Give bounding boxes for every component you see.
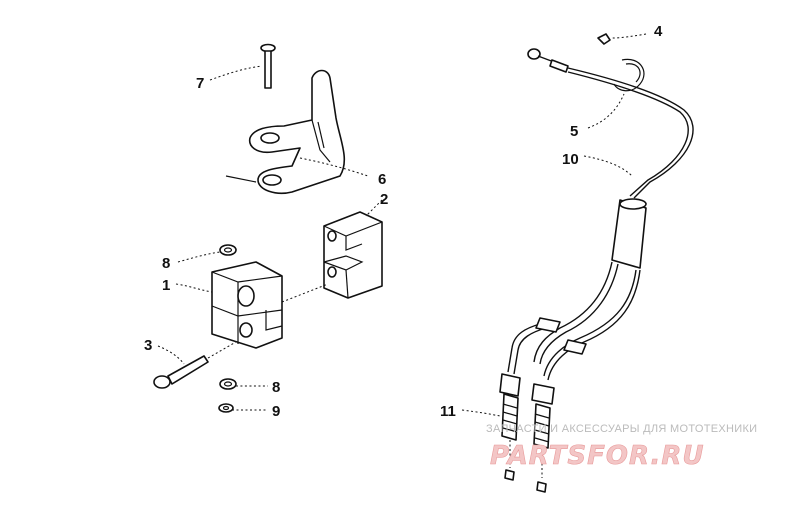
callout-6: 6 (378, 171, 386, 188)
part-2-clamp-half (281, 211, 383, 303)
watermark: ЗАПЧАСТИ И АКСЕССУАРЫ ДЛЯ МОТОТЕХНИКИ PA… (486, 423, 757, 471)
part-5-clamp-ring (613, 58, 645, 92)
part-8-nut-top (219, 244, 237, 256)
callout-9: 9 (272, 403, 280, 420)
part-6-bracket (225, 69, 345, 195)
callout-8-bottom: 8 (272, 379, 280, 396)
callout-7: 7 (196, 75, 204, 92)
callout-11: 11 (440, 403, 456, 420)
callout-10: 10 (562, 151, 579, 168)
part-11-adjusters (501, 393, 551, 493)
watermark-caption: ЗАПЧАСТИ И АКСЕССУАРЫ ДЛЯ МОТОТЕХНИКИ (486, 423, 757, 435)
callout-8-top: 8 (162, 255, 170, 272)
part-4-clip (597, 33, 611, 45)
part-9-washer (218, 403, 234, 413)
watermark-logo: PARTSFOR.RU (490, 441, 704, 471)
callout-3: 3 (144, 337, 152, 354)
callout-4: 4 (654, 23, 663, 40)
part-7-bolt (260, 43, 276, 89)
callout-leaders (157, 33, 647, 417)
part-1-clamp-block (211, 261, 283, 349)
callout-numbers: 7 6 2 8 1 3 8 9 4 5 10 11 (144, 23, 663, 420)
part-8-nut-bottom (219, 378, 237, 390)
callout-1: 1 (162, 277, 170, 294)
callout-2: 2 (380, 191, 388, 208)
part-10-cable-assembly (499, 48, 694, 405)
callout-5: 5 (570, 123, 578, 140)
part-3-cap-screw (153, 341, 237, 389)
